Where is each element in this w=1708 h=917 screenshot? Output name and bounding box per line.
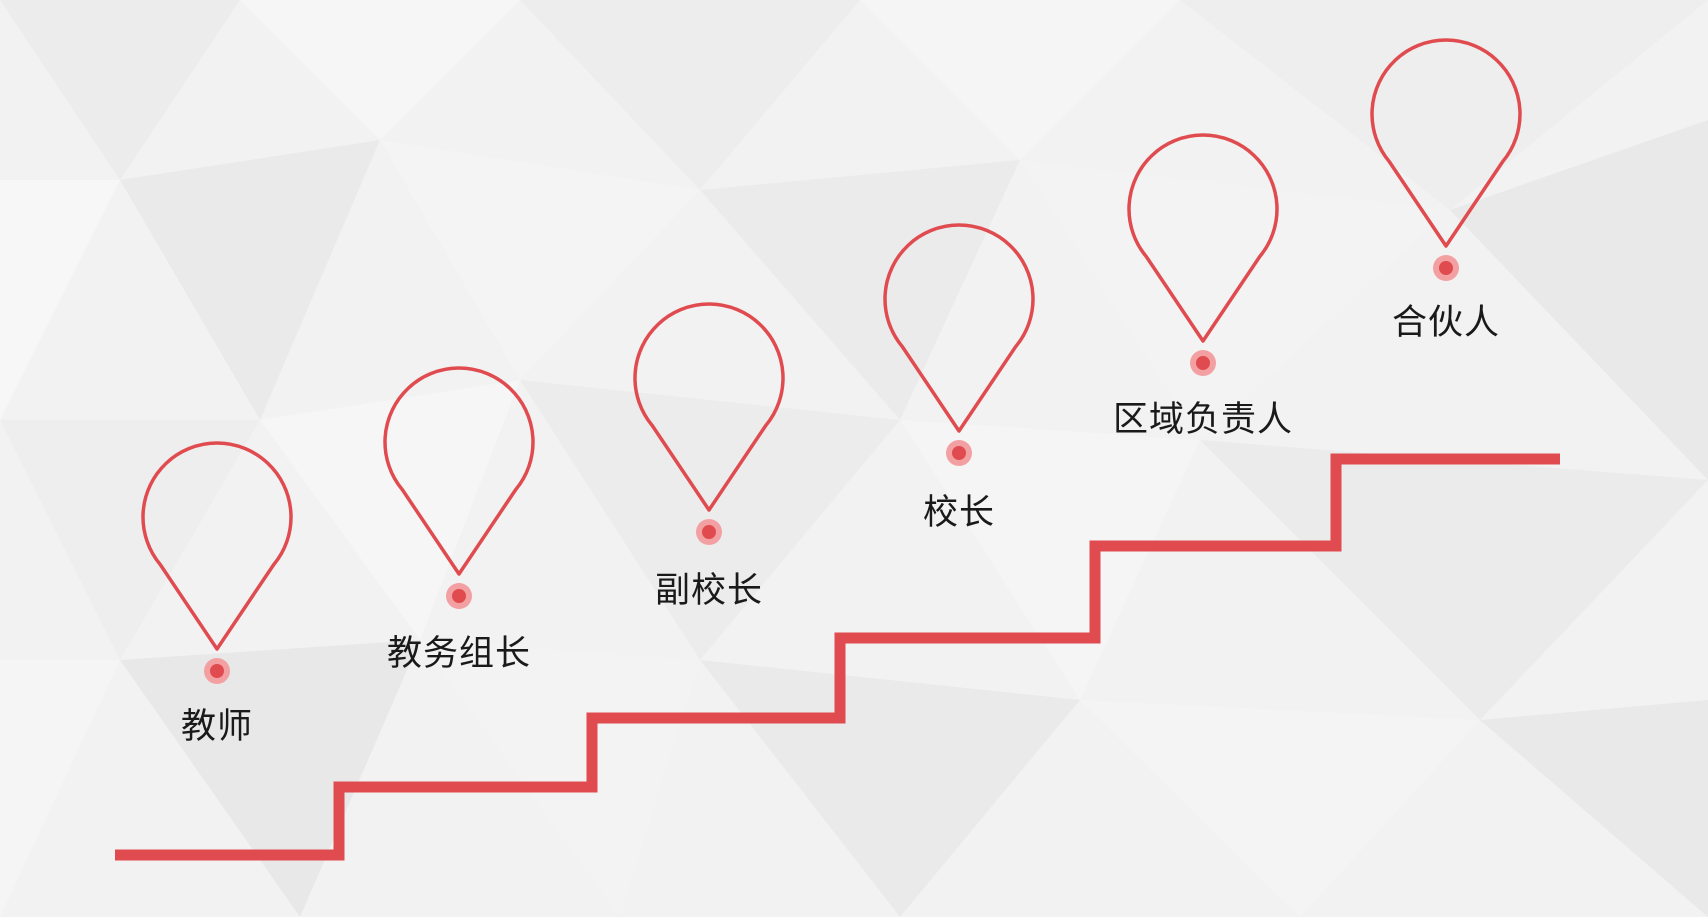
stage-label: 副校长 [654, 571, 764, 611]
stage-label: 教师 [180, 707, 254, 747]
location-pin-icon [883, 223, 1035, 466]
pin-dot [210, 664, 224, 678]
pin-outline [1127, 133, 1279, 343]
location-pin-icon [141, 441, 293, 684]
stage-label: 校长 [922, 493, 996, 533]
pin-dot [952, 446, 966, 460]
location-pin-icon [1370, 38, 1522, 281]
pin-outline [141, 441, 293, 651]
pin-outline [633, 302, 785, 512]
pin-outline [383, 366, 535, 576]
location-pin-icon [383, 366, 535, 609]
pin-outline [883, 223, 1035, 433]
stage-label: 教务组长 [386, 634, 532, 674]
staircase-line [115, 453, 1560, 861]
location-pin-icon [633, 302, 785, 545]
location-pin-icon [1127, 133, 1279, 376]
pin-dot [1439, 261, 1453, 275]
pins-group [141, 38, 1522, 684]
pin-dot [1196, 356, 1210, 370]
pin-dot [702, 525, 716, 539]
stage-label: 合伙人 [1391, 303, 1501, 343]
stage-label: 区域负责人 [1112, 400, 1294, 440]
pin-dot [452, 589, 466, 603]
pin-outline [1370, 38, 1522, 248]
